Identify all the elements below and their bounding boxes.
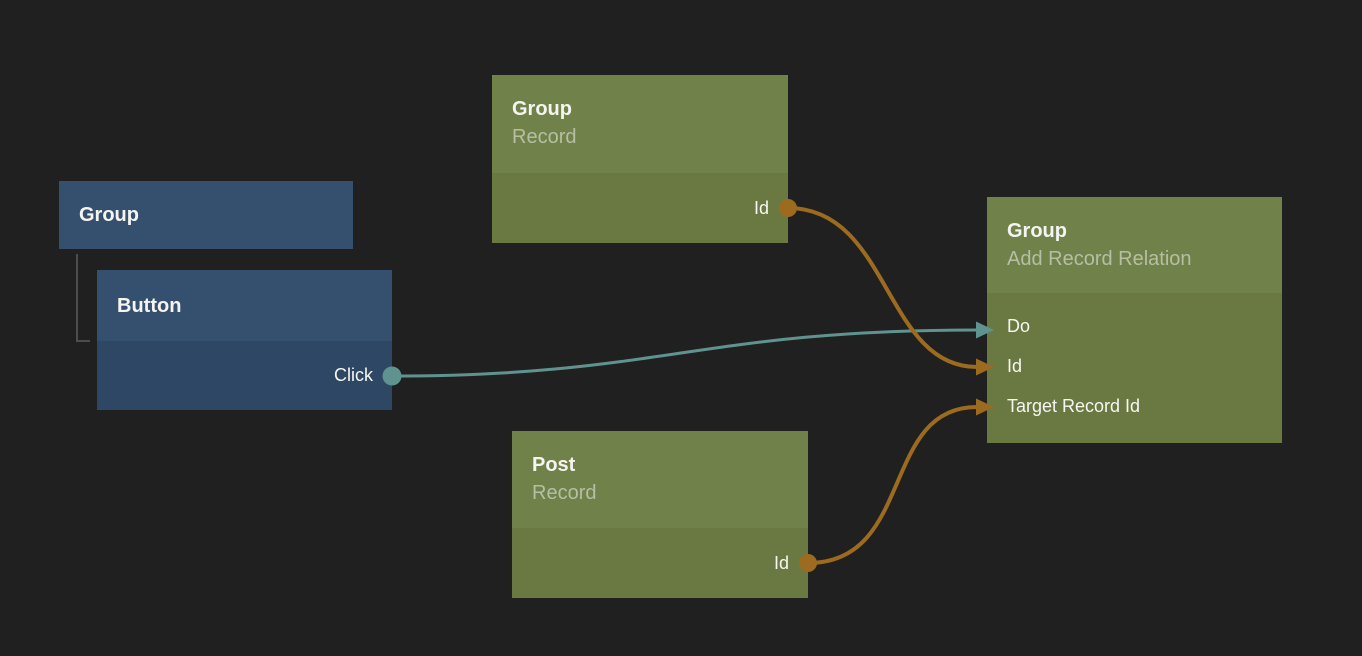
node-subtitle: Record bbox=[532, 482, 597, 504]
port-label: Do bbox=[1007, 315, 1031, 336]
node-body: Id bbox=[492, 173, 788, 243]
node-header: Post Record bbox=[512, 431, 808, 528]
node-title: Group bbox=[512, 98, 572, 120]
link-click-to-do[interactable] bbox=[391, 328, 978, 378]
port-label: Target Record Id bbox=[1007, 395, 1141, 416]
node-title: Post bbox=[532, 454, 576, 476]
tree-connector-line bbox=[76, 254, 90, 342]
node-title: Group bbox=[1007, 220, 1067, 242]
link-groupid-to-id[interactable] bbox=[787, 206, 978, 369]
node-subtitle: Add Record Relation bbox=[1007, 248, 1192, 270]
node-header: Group bbox=[59, 181, 353, 249]
node-button[interactable]: Button Click bbox=[97, 270, 392, 410]
node-add-record-relation[interactable]: Group Add Record Relation Do Id Target R… bbox=[987, 197, 1282, 443]
node-title: Group bbox=[79, 204, 139, 226]
node-body: Click bbox=[97, 341, 392, 410]
node-body: Id bbox=[512, 528, 808, 598]
output-port-click[interactable]: Click bbox=[97, 341, 392, 410]
port-label: Click bbox=[334, 365, 373, 385]
node-header: Button bbox=[97, 270, 392, 341]
node-header: Group Add Record Relation bbox=[987, 197, 1282, 293]
output-port-id[interactable]: Id bbox=[492, 173, 788, 243]
node-body: Do Id Target Record Id bbox=[987, 293, 1282, 443]
node-subtitle: Record bbox=[512, 126, 577, 148]
node-group-container[interactable]: Group bbox=[59, 181, 353, 249]
port-label: Id bbox=[753, 197, 769, 218]
port-label: Id bbox=[773, 552, 789, 573]
input-port-target-record-id[interactable]: Target Record Id bbox=[987, 386, 1282, 426]
link-postid-to-target-record-id[interactable] bbox=[807, 405, 978, 565]
output-port-id[interactable]: Id bbox=[512, 528, 808, 598]
port-label: Id bbox=[1007, 355, 1023, 376]
node-header: Group Record bbox=[492, 75, 788, 173]
input-port-do[interactable]: Do bbox=[987, 306, 1282, 346]
node-post-record[interactable]: Post Record Id bbox=[512, 431, 808, 598]
node-title: Button bbox=[117, 294, 182, 317]
node-group-record[interactable]: Group Record Id bbox=[492, 75, 788, 243]
input-port-id[interactable]: Id bbox=[987, 346, 1282, 386]
